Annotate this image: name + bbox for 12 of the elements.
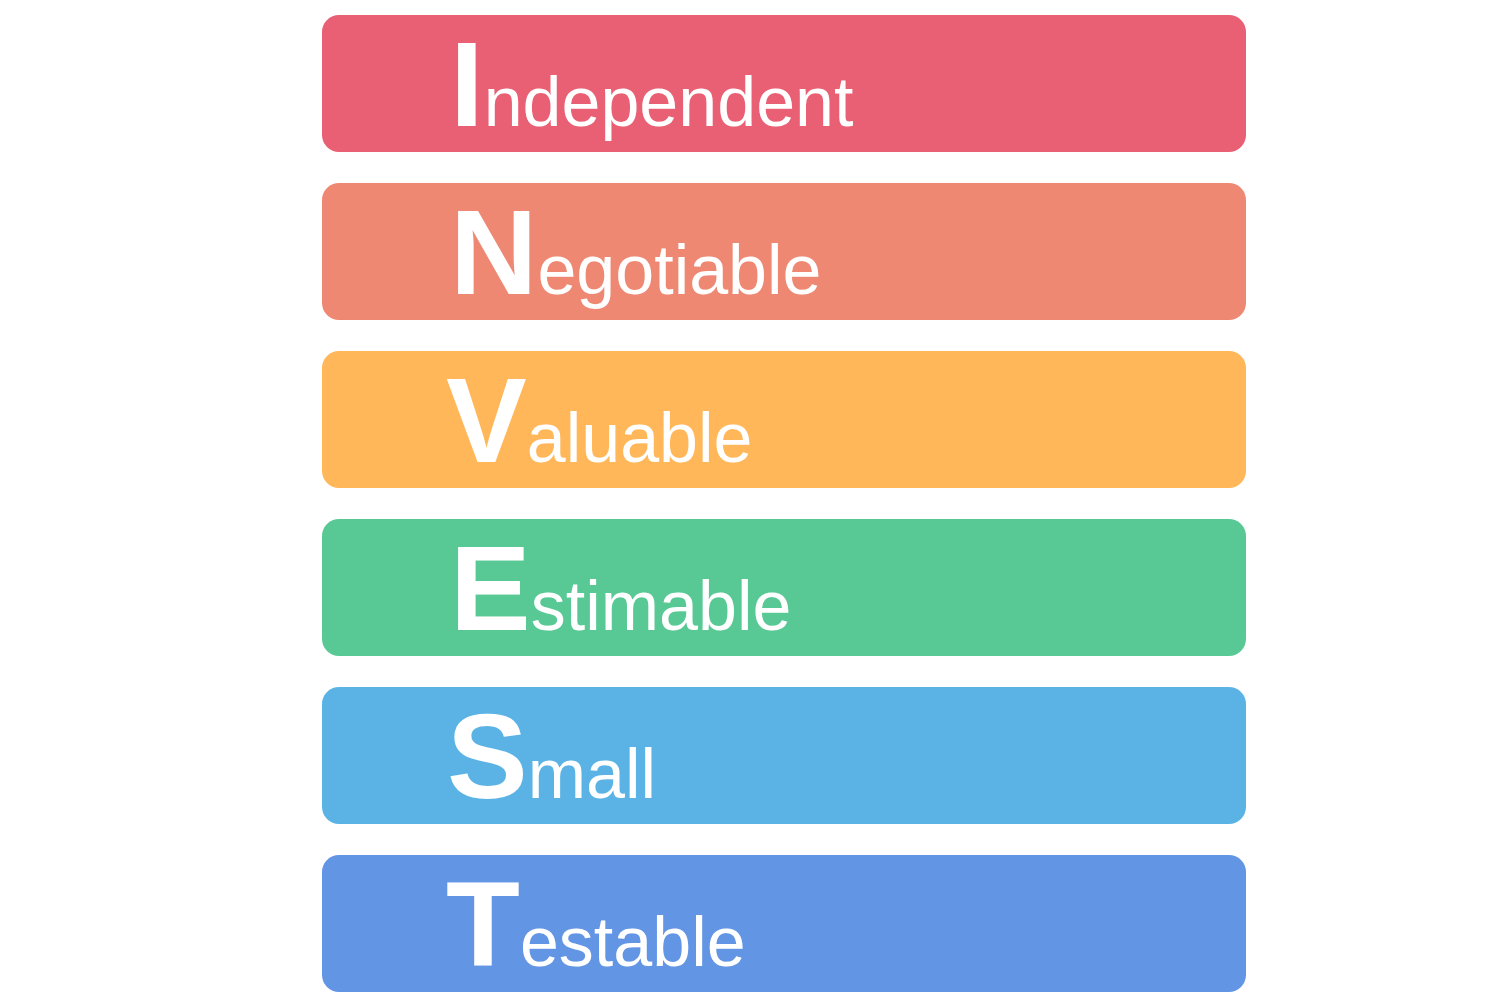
acronym-word: Estimable (450, 528, 792, 649)
label-bar (322, 351, 1246, 488)
acronym-word: Valuable (446, 360, 753, 481)
acronym-word: Independent (450, 24, 854, 145)
label-bar (322, 183, 1246, 320)
label-bar (322, 855, 1246, 992)
acronym-word: Testable (446, 864, 746, 985)
acronym-word: Small (447, 696, 657, 817)
label-bar (322, 15, 1246, 152)
label-bar (322, 687, 1246, 824)
acronym-word: Negotiable (450, 192, 822, 313)
label-bar (322, 519, 1246, 656)
